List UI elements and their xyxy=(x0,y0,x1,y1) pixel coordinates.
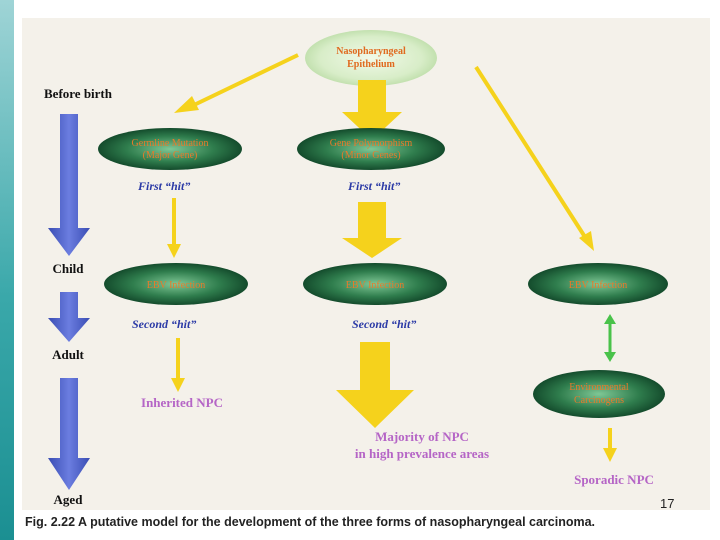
polymorphism-line2: (Minor Genes) xyxy=(341,150,400,161)
arrow-ebv-middle-to-majority xyxy=(336,342,414,428)
figure-panel: Before birth Child Adult Aged Nasopharyn… xyxy=(22,18,710,510)
gene-polymorphism-node xyxy=(297,128,445,170)
stage-child: Child xyxy=(52,261,84,276)
arrow-polymorphism-to-ebv-middle xyxy=(342,202,402,258)
outcome-sporadic-npc: Sporadic NPC xyxy=(574,472,654,487)
second-hit-middle: Second “hit” xyxy=(352,317,416,331)
first-hit-middle: First “hit” xyxy=(347,179,400,193)
arrow-top-to-germline xyxy=(174,53,299,113)
ebv-middle-label: EBV Infection xyxy=(346,280,404,291)
arrow-germline-to-ebv-left xyxy=(167,198,181,258)
top-node-line1: Nasopharyngeal xyxy=(336,46,406,57)
ebv-infection-right-node xyxy=(528,263,668,305)
germline-line2: (Major Gene) xyxy=(143,150,198,161)
outcome-majority-line1: Majority of NPC xyxy=(375,429,469,444)
page-number: 17 xyxy=(660,496,675,511)
double-arrow-ebv-right-carcinogens xyxy=(604,314,616,362)
figure-caption: Fig. 2.22 A putative model for the devel… xyxy=(25,515,596,529)
germline-mutation-node xyxy=(98,128,242,170)
arrow-top-to-ebv-right xyxy=(474,65,594,251)
arrow-top-to-polymorphism xyxy=(342,80,402,140)
timeline-arrow-child-to-adult xyxy=(48,292,90,342)
ebv-infection-left-node xyxy=(104,263,248,305)
ebv-infection-middle-node xyxy=(303,263,447,305)
environmental-carcinogens-node xyxy=(533,370,665,418)
arrow-carcinogens-to-sporadic xyxy=(603,428,617,462)
germline-line1: Germline Mutation xyxy=(132,138,209,149)
stage-adult: Adult xyxy=(52,347,84,362)
top-node-line2: Epithelium xyxy=(347,59,395,70)
timeline-arrow-before-birth-to-child xyxy=(48,114,90,256)
second-hit-left: Second “hit” xyxy=(132,317,196,331)
arrow-ebv-left-to-inherited xyxy=(171,338,185,392)
ebv-left-label: EBV Infection xyxy=(147,280,205,291)
carcinogens-line1: Environmental xyxy=(569,382,629,393)
stage-aged: Aged xyxy=(54,492,84,507)
carcinogens-line2: Carcinogens xyxy=(574,395,624,406)
polymorphism-line1: Gene Polymorphism xyxy=(330,138,413,149)
nasopharyngeal-epithelium-node xyxy=(305,30,437,86)
slide-side-bar xyxy=(0,0,14,540)
ebv-right-label: EBV Infection xyxy=(569,280,627,291)
first-hit-left: First “hit” xyxy=(137,179,190,193)
stage-before-birth: Before birth xyxy=(44,86,113,101)
diagram-canvas: Before birth Child Adult Aged Nasopharyn… xyxy=(44,30,668,507)
timeline-arrow-adult-to-aged xyxy=(48,378,90,490)
outcome-inherited-npc: Inherited NPC xyxy=(141,395,223,410)
outcome-majority-line2: in high prevalence areas xyxy=(355,446,489,461)
